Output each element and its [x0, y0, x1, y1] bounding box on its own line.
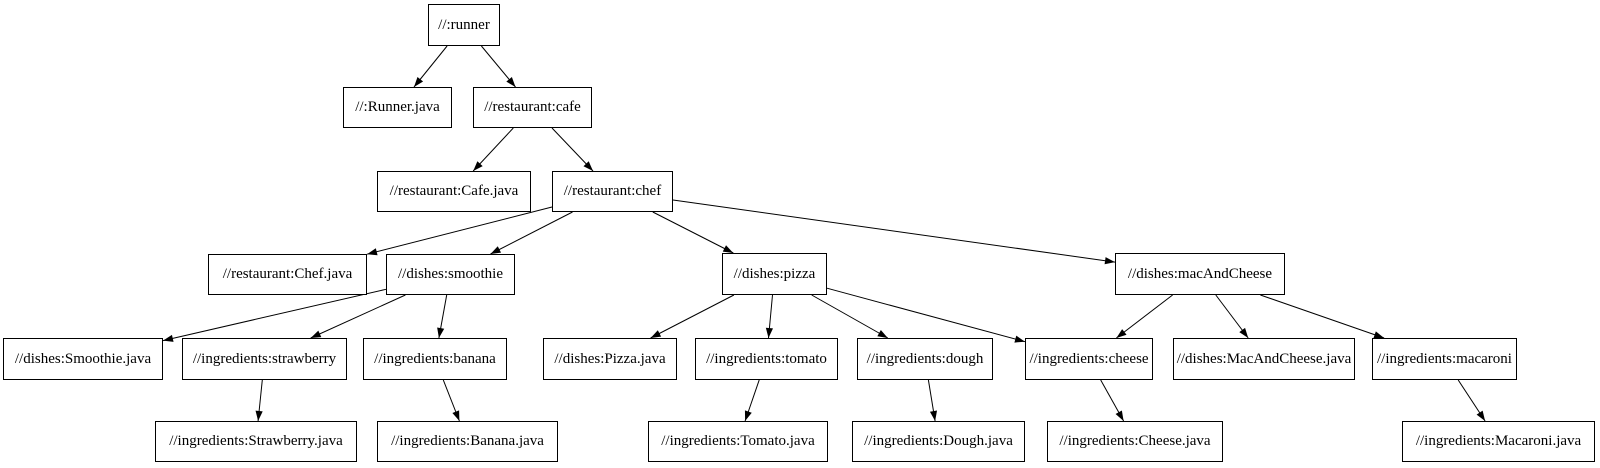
- graph-node-mac-and-cheese: //dishes:macAndCheese: [1115, 253, 1285, 295]
- graph-edge-chef-to-chef-java: [366, 206, 553, 256]
- graph-edge-mac-and-cheese-to-macaroni: [1260, 294, 1385, 339]
- graph-edge-runner-to-cafe: [481, 45, 516, 88]
- graph-edge-macaroni-to-macaroni-java: [1457, 379, 1486, 422]
- graph-node-mac-and-cheese-java: //dishes:MacAndCheese.java: [1173, 338, 1355, 380]
- graph-node-cafe: //restaurant:cafe: [473, 87, 592, 128]
- graph-edge-pizza-to-tomato: [765, 294, 774, 339]
- graph-edge-mac-and-cheese-to-mac-and-cheese-java: [1215, 294, 1249, 339]
- graph-edge-pizza-to-dough: [811, 294, 889, 339]
- graph-node-strawberry: //ingredients:strawberry: [182, 338, 347, 380]
- graph-edge-tomato-to-tomato-java: [744, 379, 760, 422]
- graph-node-macaroni: //ingredients:macaroni: [1372, 338, 1517, 380]
- graph-node-pizza-java: //dishes:Pizza.java: [543, 338, 677, 380]
- graph-edge-smoothie-to-smoothie-java: [162, 288, 387, 342]
- graph-node-dough-java: //ingredients:Dough.java: [852, 421, 1025, 462]
- graph-node-dough: //ingredients:dough: [857, 338, 993, 380]
- graph-edge-banana-to-banana-java: [442, 379, 460, 422]
- graph-edge-dough-to-dough-java: [927, 379, 938, 422]
- graph-node-banana: //ingredients:banana: [363, 338, 507, 380]
- graph-edge-mac-and-cheese-to-cheese: [1116, 294, 1173, 339]
- graph-edge-cafe-to-chef: [551, 127, 594, 172]
- graph-edge-pizza-to-cheese: [826, 287, 1026, 343]
- graph-node-tomato: //ingredients:tomato: [695, 338, 838, 380]
- graph-node-macaroni-java: //ingredients:Macaroni.java: [1402, 421, 1595, 462]
- graph-node-banana-java: //ingredients:Banana.java: [377, 421, 558, 462]
- graph-edge-smoothie-to-banana: [437, 294, 448, 339]
- graph-node-smoothie-java: //dishes:Smoothie.java: [3, 338, 163, 380]
- graph-node-smoothie: //dishes:smoothie: [386, 254, 515, 295]
- graph-node-cheese-java: //ingredients:Cheese.java: [1047, 421, 1223, 462]
- graph-edge-runner-to-runner-java: [413, 45, 448, 88]
- graph-node-tomato-java: //ingredients:Tomato.java: [648, 421, 828, 462]
- graph-node-runner-java: //:Runner.java: [343, 87, 452, 128]
- graph-node-chef-java: //restaurant:Chef.java: [208, 254, 367, 295]
- graph-edge-chef-to-smoothie: [490, 211, 573, 255]
- graph-node-chef: //restaurant:chef: [552, 171, 673, 212]
- graph-edge-pizza-to-pizza-java: [650, 294, 735, 339]
- graph-edge-chef-to-pizza: [652, 211, 734, 254]
- graph-node-pizza: //dishes:pizza: [722, 253, 827, 295]
- graph-node-cafe-java: //restaurant:Cafe.java: [377, 171, 531, 212]
- graph-edge-cafe-to-cafe-java: [472, 127, 514, 172]
- graph-node-runner: //:runner: [428, 4, 500, 46]
- graph-edge-cheese-to-cheese-java: [1100, 379, 1125, 422]
- graph-edge-strawberry-to-strawberry-java: [255, 379, 263, 422]
- graph-edge-smoothie-to-strawberry: [310, 294, 406, 339]
- graph-node-strawberry-java: //ingredients:Strawberry.java: [155, 421, 357, 462]
- graph-node-cheese: //ingredients:cheese: [1025, 338, 1153, 380]
